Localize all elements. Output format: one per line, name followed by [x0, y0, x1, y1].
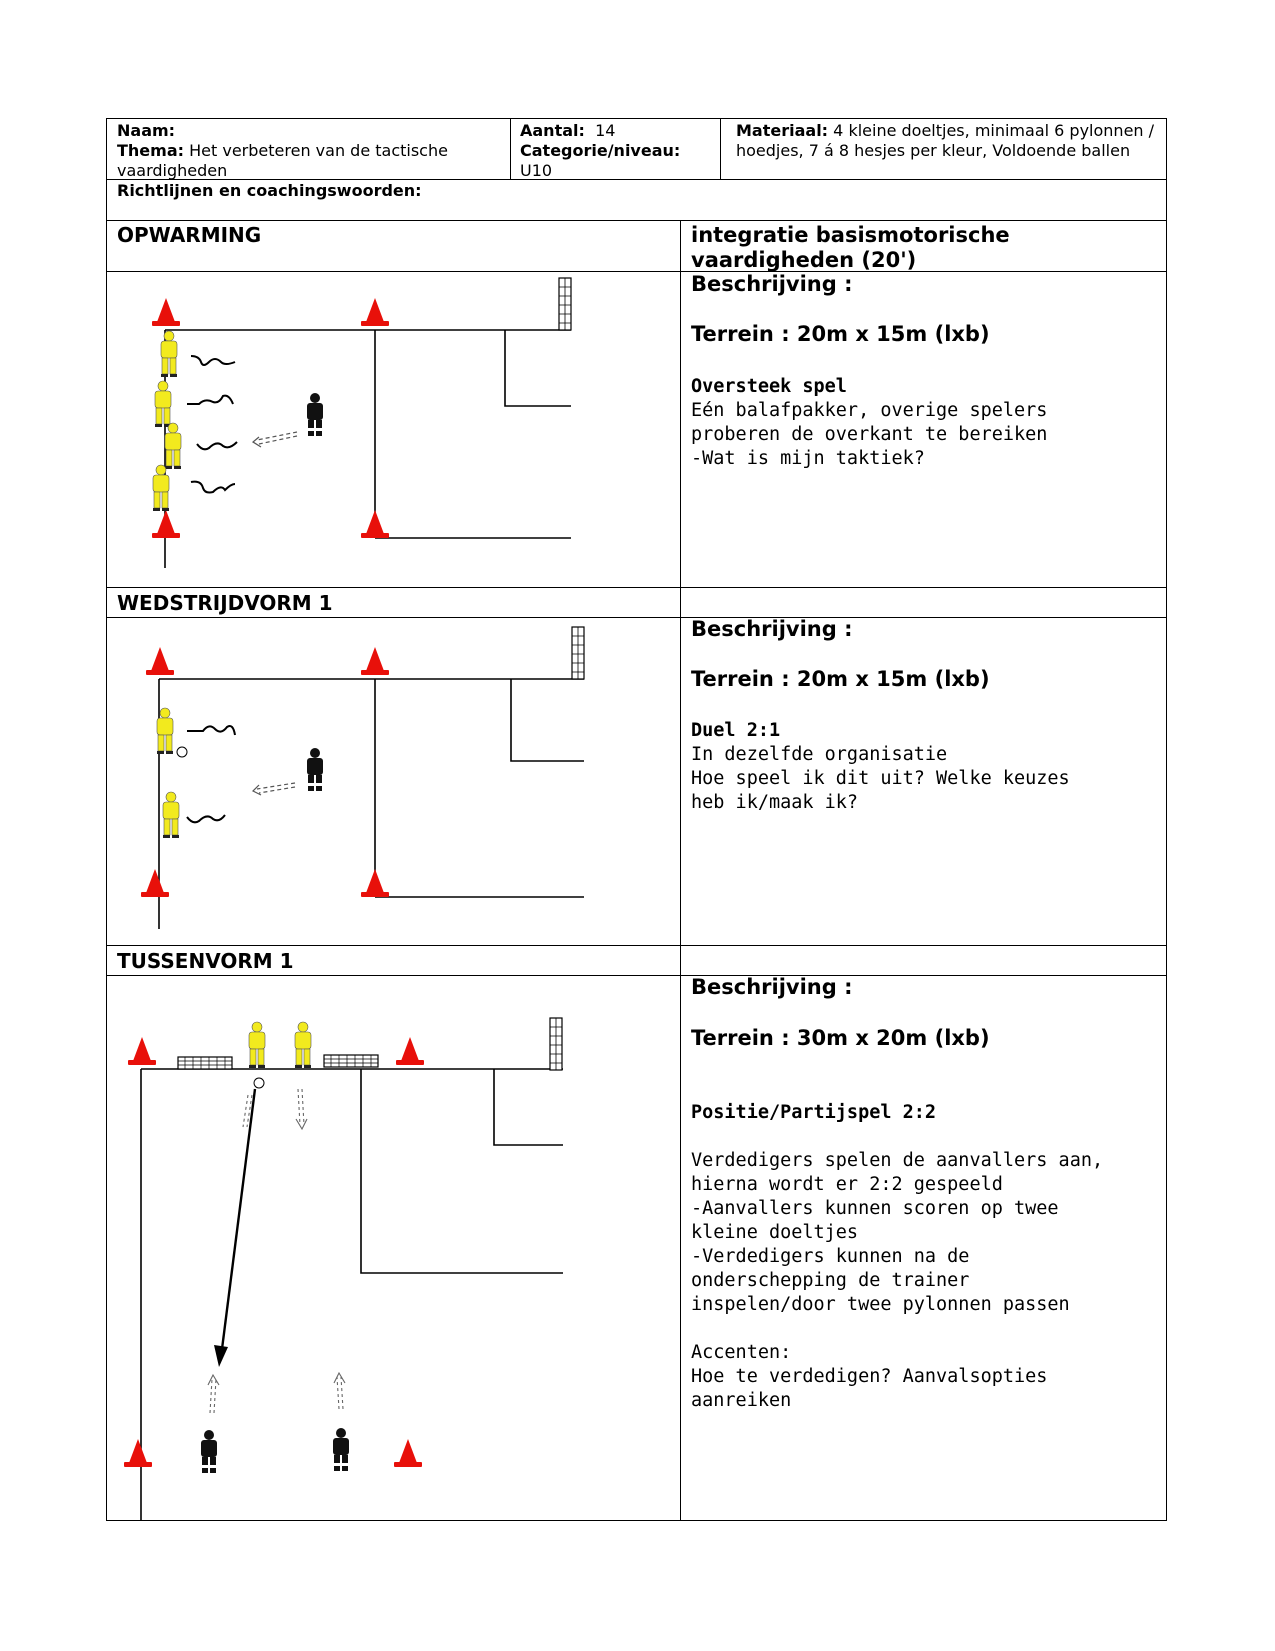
cone-icon	[361, 510, 389, 538]
description-line: Eén balafpakker, overige spelers	[691, 400, 1048, 421]
materiaal-label: Materiaal:	[736, 121, 829, 140]
categorie-label: Categorie/niveau:	[520, 141, 681, 160]
terrain-label: Terrein : 20m x 15m (lxb)	[691, 322, 990, 346]
row-divider	[107, 271, 1166, 272]
thema-label: Thema:	[117, 141, 185, 160]
description-line: -Wat is mijn taktiek?	[691, 448, 925, 469]
run-arrows	[207, 1088, 346, 1414]
naam-cell: Naam: Thema: Het verbeteren van de tacti…	[117, 121, 502, 181]
description-line: Verdedigers spelen de aanvallers aan,	[691, 1150, 1104, 1171]
description-line: -Aanvallers kunnen scoren op twee	[691, 1198, 1059, 1219]
row-divider	[107, 945, 1166, 946]
aantal-value: 14	[595, 121, 616, 140]
ball-icon	[176, 746, 188, 758]
beschrijving-label: Beschrijving :	[691, 617, 853, 641]
materiaal-cell: Materiaal: 4 kleine doeltjes, minimaal 6…	[736, 121, 1156, 161]
beschrijving-label: Beschrijving :	[691, 272, 853, 296]
goal-icon	[558, 277, 572, 331]
cone-icon	[128, 1037, 156, 1065]
section-title-wedstrijdvorm: WEDSTRIJDVORM 1	[117, 591, 333, 615]
player-defender-icon	[201, 1430, 217, 1473]
cone-icon	[152, 298, 180, 326]
terrain-label: Terrein : 30m x 20m (lxb)	[691, 1026, 990, 1050]
cone-icon	[141, 869, 169, 897]
player-defender-icon	[307, 393, 323, 436]
terrain-label: Terrein : 20m x 15m (lxb)	[691, 667, 990, 691]
cone-icon	[361, 869, 389, 897]
col-divider	[680, 220, 681, 1520]
player-attacker-icon	[152, 464, 170, 512]
run-arrow	[251, 431, 298, 448]
row-divider	[107, 179, 1166, 180]
ball-icon	[253, 1077, 265, 1089]
row-divider	[107, 587, 1166, 588]
player-attacker-icon	[162, 791, 180, 839]
dribble-paths	[187, 355, 238, 494]
cone-icon	[146, 647, 174, 675]
exercise-name: Duel 2:1	[691, 720, 781, 741]
row-divider	[107, 617, 1166, 618]
cone-icon	[396, 1037, 424, 1065]
player-defender-icon	[333, 1428, 349, 1471]
description-line: kleine doeltjes	[691, 1222, 859, 1243]
exercise-name: Positie/Partijspel 2:2	[691, 1102, 937, 1123]
cone-icon	[394, 1439, 422, 1467]
player-attacker-icon	[164, 422, 182, 470]
aantal-cell: Aantal: 14 Categorie/niveau: U10	[520, 121, 715, 181]
description-line: proberen de overkant te bereiken	[691, 424, 1048, 445]
goal-icon	[549, 1017, 563, 1071]
row-divider	[107, 975, 1166, 976]
thema-value: Het verbeteren van de tactische vaardigh…	[117, 141, 448, 180]
accent-line: aanreiken	[691, 1390, 792, 1411]
dribble-paths	[186, 725, 236, 824]
section-subtitle: integratie basismotorische vaardigheden …	[691, 223, 1010, 272]
cone-icon	[361, 298, 389, 326]
aantal-label: Aantal:	[520, 121, 585, 140]
col-divider	[510, 119, 511, 179]
row-divider	[107, 220, 1166, 221]
section-title-opwarming: OPWARMING	[117, 223, 262, 247]
pass-arrow	[214, 1088, 257, 1367]
materiaal-value: 4 kleine doeltjes, minimaal 6 pylonnen /…	[736, 121, 1155, 160]
cone-icon	[124, 1439, 152, 1467]
drill-diagram-tussenvorm	[124, 1017, 563, 1521]
section-title-tussenvorm: TUSSENVORM 1	[117, 949, 294, 973]
description-line: -Verdedigers kunnen na de	[691, 1246, 970, 1267]
description-line: inspelen/door twee pylonnen passen	[691, 1294, 1070, 1315]
drill-diagram-wedstrijdvorm	[141, 626, 585, 929]
drill-diagram-opwarming	[152, 277, 572, 568]
player-attacker-icon	[154, 380, 172, 428]
richtlijnen-label: Richtlijnen en coachingswoorden:	[117, 181, 422, 200]
small-goal-icon	[323, 1054, 379, 1068]
player-attacker-icon	[248, 1021, 266, 1069]
description-line: hierna wordt er 2:2 gespeeld	[691, 1174, 1003, 1195]
accent-label: Accenten:	[691, 1342, 792, 1363]
col-divider	[720, 119, 721, 179]
beschrijving-label: Beschrijving :	[691, 975, 853, 999]
cone-icon	[152, 510, 180, 538]
description-line: In dezelfde organisatie	[691, 744, 948, 765]
player-attacker-icon	[160, 330, 178, 378]
categorie-value: U10	[520, 161, 553, 180]
run-arrow	[251, 782, 296, 796]
player-attacker-icon	[294, 1021, 312, 1069]
cone-icon	[361, 647, 389, 675]
naam-label: Naam:	[117, 121, 176, 140]
description-line: Hoe speel ik dit uit? Welke keuzes	[691, 768, 1070, 789]
goal-icon	[571, 626, 585, 680]
accent-line: Hoe te verdedigen? Aanvalsopties	[691, 1366, 1048, 1387]
small-goal-icon	[177, 1056, 233, 1070]
player-defender-icon	[307, 748, 323, 791]
description-line: onderschepping de trainer	[691, 1270, 970, 1291]
exercise-name: Oversteek spel	[691, 376, 847, 397]
description-line: heb ik/maak ik?	[691, 792, 859, 813]
training-sheet: Naam: Thema: Het verbeteren van de tacti…	[106, 118, 1167, 1521]
